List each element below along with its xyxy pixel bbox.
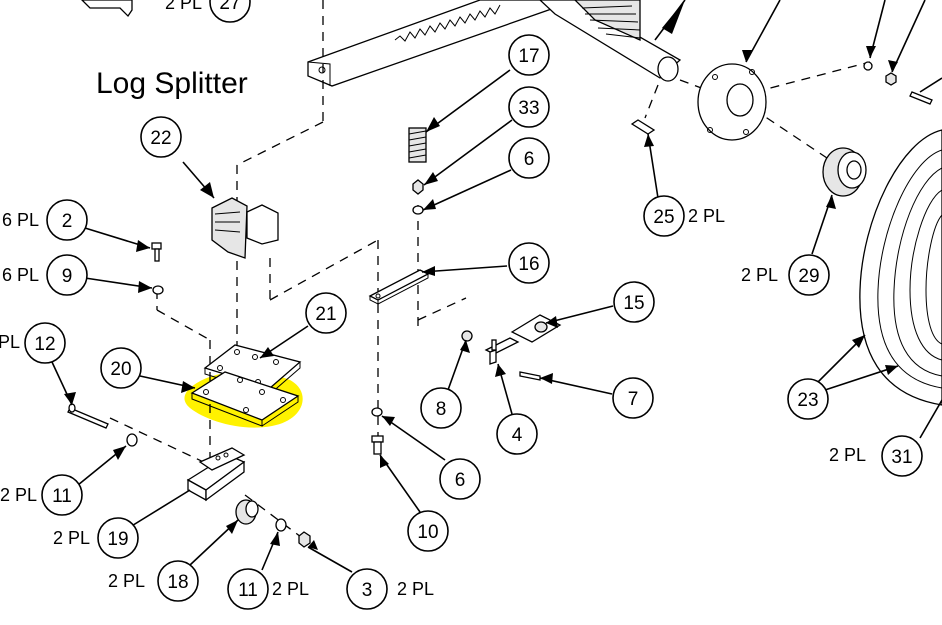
callout-2: 2 6 PL	[2, 199, 88, 241]
flange-plate	[697, 63, 767, 141]
drive-shaft	[539, 0, 682, 82]
part-33-nut	[412, 179, 424, 195]
part-17-spring	[408, 127, 427, 163]
small-washer-top-right	[863, 61, 873, 71]
part-2-bolt	[151, 242, 162, 262]
svg-text:19: 19	[107, 529, 128, 550]
callout-4: 4	[496, 413, 538, 455]
callout-21: 21	[305, 292, 347, 334]
callout-16: 16	[508, 242, 550, 284]
svg-text:9: 9	[62, 266, 73, 287]
callout-8: 8	[420, 387, 462, 429]
svg-text:11: 11	[52, 486, 72, 507]
callout-18: 18 2 PL	[108, 560, 199, 602]
svg-text:6 PL: 6 PL	[2, 210, 39, 230]
svg-text:4: 4	[512, 425, 523, 446]
part-19-block	[186, 447, 246, 502]
callout-23: 23	[787, 378, 829, 420]
svg-text:20: 20	[110, 359, 131, 380]
callout-20: 20	[100, 347, 142, 389]
svg-text:2 PL: 2 PL	[397, 579, 434, 599]
svg-text:PL: PL	[0, 332, 20, 352]
part-6-washer-top	[412, 205, 424, 215]
small-bolt-top-right	[909, 91, 933, 105]
arrowheads	[64, 0, 898, 550]
part-16-strap	[368, 269, 430, 305]
svg-text:31: 31	[891, 447, 912, 468]
svg-text:2 PL: 2 PL	[272, 579, 309, 599]
svg-text:2: 2	[62, 211, 73, 232]
part-25-key	[630, 119, 656, 135]
svg-text:2 PL: 2 PL	[108, 571, 145, 591]
svg-text:17: 17	[518, 46, 539, 67]
svg-text:29: 29	[798, 266, 819, 287]
svg-text:18: 18	[167, 572, 188, 593]
svg-text:11: 11	[238, 580, 258, 601]
part-11-washer-left	[126, 433, 138, 447]
svg-text:27: 27	[219, 0, 240, 14]
callout-7: 7	[612, 377, 654, 419]
part-20-plate	[190, 371, 300, 427]
part-6-washer-lower	[371, 407, 383, 417]
svg-text:2 PL: 2 PL	[741, 265, 778, 285]
svg-text:2 PL: 2 PL	[688, 206, 725, 226]
svg-text:21: 21	[315, 304, 336, 325]
callout-22: 22	[140, 116, 182, 158]
svg-text:15: 15	[623, 293, 644, 314]
svg-text:2 PL: 2 PL	[829, 445, 866, 465]
callout-17: 17	[508, 34, 550, 76]
callout-6-top: 6	[508, 137, 550, 179]
svg-text:25: 25	[653, 207, 674, 228]
part-22-wedge	[211, 197, 279, 259]
part-4-clamp	[484, 337, 520, 365]
svg-text:10: 10	[417, 522, 438, 543]
svg-text:8: 8	[436, 399, 447, 420]
svg-text:23: 23	[797, 390, 818, 411]
svg-text:2 PL: 2 PL	[53, 528, 90, 548]
svg-text:6: 6	[455, 470, 466, 491]
callout-19: 19 2 PL	[53, 517, 139, 559]
callout-10: 10	[407, 510, 449, 552]
diagram-title: Log Splitter	[96, 67, 248, 100]
svg-text:12: 12	[34, 334, 55, 355]
svg-text:6: 6	[524, 149, 535, 170]
callout-6-bottom: 6	[439, 458, 481, 500]
callout-3: 3 2 PL	[346, 568, 434, 610]
part-8-nut	[461, 330, 473, 342]
svg-text:6 PL: 6 PL	[2, 265, 39, 285]
svg-text:33: 33	[518, 98, 539, 119]
bracket-part-top	[81, 0, 133, 18]
svg-text:3: 3	[362, 580, 373, 601]
part-7-screw	[519, 371, 541, 381]
svg-text:7: 7	[628, 389, 639, 410]
svg-text:22: 22	[150, 128, 171, 149]
callout-11-bottom: 11 2 PL	[227, 568, 309, 610]
svg-text:2 PL: 2 PL	[165, 0, 202, 13]
callout-33: 33	[508, 86, 550, 128]
callout-27: 27 2 PL	[165, 0, 251, 23]
svg-text:16: 16	[518, 254, 539, 275]
callout-15: 15	[613, 281, 655, 323]
part-18-roller	[235, 499, 259, 525]
callout-31: 31 2 PL	[829, 435, 923, 477]
callout-12: 12 PL	[0, 322, 66, 364]
part-3-nut	[298, 531, 311, 548]
part-10-bolt	[371, 435, 384, 455]
svg-text:2 PL: 2 PL	[0, 485, 37, 505]
part-29-bearing	[822, 147, 867, 197]
callout-11-left: 11 2 PL	[0, 474, 83, 516]
part-23-wheel	[859, 129, 942, 406]
part-12-pin	[67, 403, 109, 429]
part-11-washer-bottom	[275, 518, 287, 532]
part-9-washer	[152, 285, 164, 295]
callout-29: 29 2 PL	[741, 254, 830, 296]
callout-25: 25 2 PL	[643, 195, 725, 237]
small-nut-top-right	[885, 72, 897, 86]
callout-9: 9 6 PL	[2, 254, 88, 296]
